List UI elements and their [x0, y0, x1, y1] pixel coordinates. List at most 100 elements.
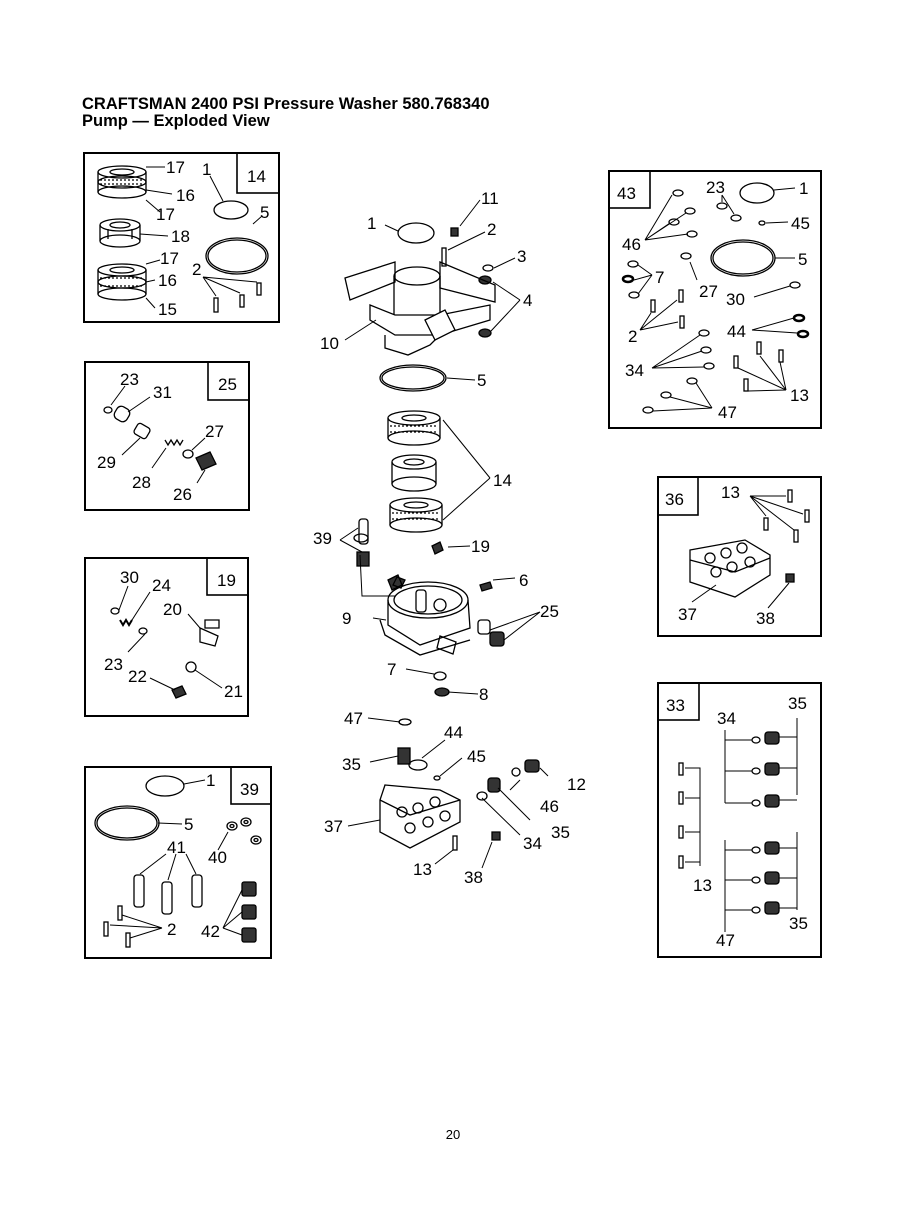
valve-icon [477, 619, 505, 647]
o-ring-icon [397, 222, 435, 244]
callout: 1 [799, 179, 808, 198]
plug-icon [479, 581, 493, 592]
callout: 13 [413, 860, 432, 879]
plug-icon [450, 227, 459, 237]
title-line-2: Pump — Exploded View [82, 112, 270, 130]
callout: 1 [206, 771, 215, 790]
callout: 8 [479, 685, 488, 704]
callout: 37 [678, 605, 697, 624]
callout: 29 [97, 453, 116, 472]
callout: 4 [523, 291, 532, 310]
callout: 28 [132, 473, 151, 492]
callout: 9 [342, 609, 351, 628]
callout: 27 [205, 422, 224, 441]
valve-parts-icon [103, 405, 217, 471]
bolt-icon [213, 282, 262, 313]
nut-icon [785, 573, 795, 583]
washer-icon [482, 264, 494, 272]
bolt-icon [441, 247, 447, 267]
kit-label: 33 [666, 696, 685, 715]
callout: 42 [201, 922, 220, 941]
callout: 5 [798, 250, 807, 269]
callout: 5 [477, 371, 486, 390]
callout: 15 [158, 300, 177, 319]
o-ring-icon [145, 775, 185, 797]
callout: 11 [481, 189, 499, 208]
callout: 44 [727, 322, 746, 341]
valve-set-icon [751, 731, 780, 915]
o-ring-large-icon [205, 237, 269, 275]
o-ring-icon [408, 759, 428, 771]
o-ring-icon [213, 200, 249, 220]
crankcase-icon [344, 261, 496, 356]
o-ring-icon [433, 775, 441, 781]
plug-icon [524, 759, 540, 773]
callout: 23 [120, 370, 139, 389]
callout: 16 [176, 186, 195, 205]
callout: 35 [342, 755, 361, 774]
washer-icon [353, 533, 369, 543]
callout: 6 [519, 571, 528, 590]
kit-label: 43 [617, 184, 636, 203]
seal-retainer-icon [99, 218, 141, 248]
unloader-parts-icon [110, 607, 220, 699]
bearing-stack-icon [389, 497, 443, 533]
callout: 34 [523, 834, 542, 853]
callout: 1 [367, 214, 376, 233]
kit-25-panel: 25 23 31 27 29 28 26 [84, 361, 250, 511]
callout: 2 [167, 920, 176, 939]
callout: 17 [166, 158, 185, 177]
kit-33-panel: 33 34 35 13 35 47 [657, 682, 822, 958]
callout: 45 [791, 214, 810, 233]
callout: 5 [184, 815, 193, 834]
callout: 5 [260, 203, 269, 222]
callout: 38 [756, 609, 775, 628]
callout: 2 [628, 327, 637, 346]
callout: 44 [444, 723, 463, 742]
callout: 25 [540, 602, 559, 621]
kit-label: 25 [218, 375, 237, 394]
bearing-stack-icon [97, 165, 147, 199]
o-ring-large-icon [94, 805, 160, 841]
callout: 13 [790, 386, 809, 405]
callout: 12 [567, 775, 586, 794]
callout: 47 [718, 403, 737, 422]
callout: 31 [153, 383, 172, 402]
kit-label: 14 [247, 167, 266, 186]
main-assembly [339, 199, 549, 869]
callout: 24 [152, 576, 171, 595]
callout: 40 [208, 848, 227, 867]
callout: 19 [471, 537, 490, 556]
callout: 35 [788, 694, 807, 713]
nut-icon [434, 687, 450, 697]
callout: 45 [467, 747, 486, 766]
pump-head-icon [689, 539, 771, 598]
kit-14-panel: 14 [83, 152, 280, 323]
o-ring-icon [433, 671, 447, 681]
fitting-icon [431, 541, 444, 555]
callout: 37 [324, 817, 343, 836]
callout: 30 [726, 290, 745, 309]
callout: 22 [128, 667, 147, 686]
callout: 13 [693, 876, 712, 895]
washer-icon [226, 817, 262, 845]
callout: 47 [344, 709, 363, 728]
title-line-1: CRAFTSMAN 2400 PSI Pressure Washer 580.7… [82, 95, 490, 113]
bearing-stack-icon [97, 263, 147, 301]
callout: 30 [120, 568, 139, 587]
callout: 2 [487, 220, 496, 239]
spring-icon [356, 551, 370, 567]
callout: 2 [192, 260, 201, 279]
callout: 23 [706, 178, 725, 197]
kit-36-panel: 36 13 37 38 [657, 476, 822, 637]
bolt-icon [103, 905, 131, 948]
spring-icon [397, 747, 411, 765]
kit-label: 19 [217, 571, 236, 590]
callout: 20 [163, 600, 182, 619]
callout: 34 [625, 361, 644, 380]
callout: 41 [167, 838, 186, 857]
seal-retainer-icon [391, 454, 437, 492]
o-ring-icon [511, 767, 521, 777]
callout: 21 [224, 682, 243, 701]
